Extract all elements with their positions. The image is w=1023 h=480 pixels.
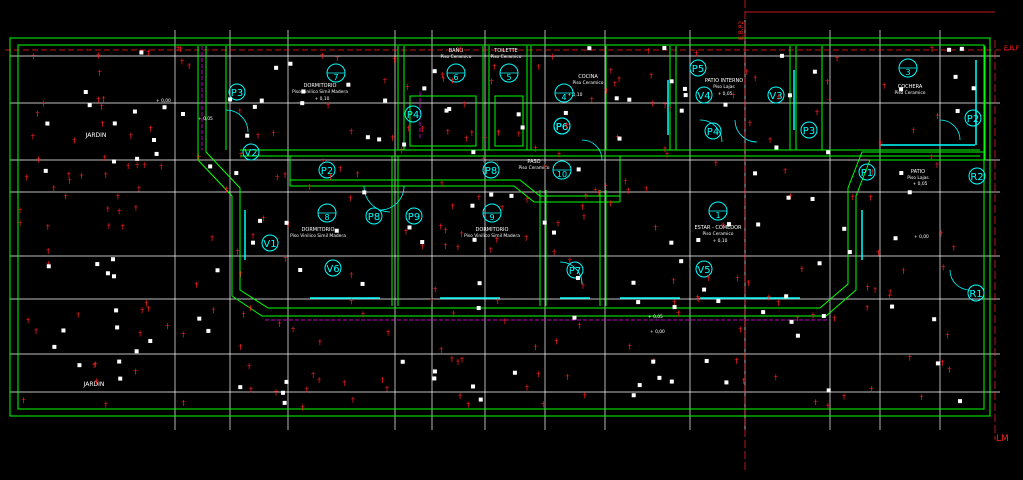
- room-label-patio: PATIO: [911, 169, 925, 175]
- room-floor-estar-comedor: Piso Ceramico: [702, 231, 733, 237]
- room-floor-dormitorio-2: Piso Vinilico Simil Madera: [290, 233, 346, 239]
- door-tag: P3: [803, 126, 815, 137]
- room-number-bubbles: 7 6 5 4 3 10 8 9 1: [317, 58, 918, 223]
- window-glazing: [244, 60, 977, 299]
- door-tag: P2: [321, 166, 333, 177]
- room-label-dormitorio-1: DORMITORIO: [304, 83, 337, 89]
- edge-label-ebf: E.B.F: [1004, 45, 1020, 52]
- door-tag: P4: [407, 110, 419, 121]
- level-marker: + 0,05: [198, 116, 213, 122]
- level-marker: + 0,05: [648, 314, 663, 320]
- edge-label-ebp2: E.B.P2: [738, 21, 745, 40]
- room-number: 7: [333, 73, 338, 82]
- room-label-jardin-1: JARDIN: [85, 132, 107, 139]
- room-floor-toilette: Piso Ceramico: [490, 54, 521, 60]
- door-swings: [225, 109, 971, 291]
- window-tag: V6: [326, 264, 339, 275]
- door-tag: P7: [569, 266, 581, 277]
- room-number: 1: [715, 211, 720, 220]
- room-level-patio-interno: + 0,05: [718, 91, 733, 97]
- room-number: 5: [506, 73, 511, 82]
- dimension-ticks: [18, 45, 976, 411]
- room-floor-dormitorio-3: Piso Vinilico Simil Madera: [464, 233, 520, 239]
- walls: [9, 37, 991, 417]
- room-number: 10: [557, 170, 567, 179]
- room-level-dormitorio-1: + 0,10: [315, 96, 330, 102]
- room-level-patio: + 0,05: [913, 181, 928, 187]
- room-floor-cocina: Piso Ceramico: [572, 80, 603, 86]
- door-tag: P9: [408, 212, 420, 223]
- room-label-paso: PASO: [527, 159, 540, 165]
- level-marker: + 0,00: [156, 98, 171, 104]
- room-label-dormitorio-2: DORMITORIO: [302, 227, 335, 233]
- room-floor-patio: Piso Lajas: [907, 175, 929, 181]
- room-floor-patio-interno: Piso Lajas: [713, 84, 735, 90]
- door-tag: P8: [368, 212, 380, 223]
- door-tag: P5: [692, 64, 704, 75]
- opening-tag: R1: [969, 289, 982, 300]
- door-tag: P3: [231, 88, 243, 99]
- door-tag: P8: [485, 166, 497, 177]
- level-markers: + 0,00 + 0,05 + 0,05 + 0,00 + 0,00: [156, 98, 929, 335]
- room-number: 9: [489, 213, 494, 222]
- door-tag: P6: [556, 122, 568, 133]
- level-marker: + 0,00: [650, 329, 665, 335]
- room-floor-bano: Piso Ceramico: [440, 54, 471, 60]
- door-tag: P2: [967, 114, 979, 125]
- edge-label-lm: LM: [996, 434, 1009, 444]
- room-label-dormitorio-3: DORMITORIO: [476, 227, 509, 233]
- room-number: 8: [324, 213, 329, 222]
- room-level-cocina: + 0,10: [568, 92, 583, 98]
- room-label-bano: BAÑO: [449, 47, 464, 54]
- dimension-lines: [5, 0, 1015, 470]
- room-labels: DORMITORIO Piso Vinilico Simil Madera + …: [83, 47, 930, 388]
- room-number: 6: [453, 73, 458, 82]
- window-tag: V4: [697, 91, 710, 102]
- room-floor-dormitorio-1: Piso Vinilico Simil Madera: [292, 89, 348, 95]
- level-marker: + 0,00: [914, 234, 929, 240]
- door-tag: P4: [707, 127, 719, 138]
- room-label-toilette: TOILETTE: [493, 48, 518, 54]
- room-label-patio-interno: PATIO INTERNO: [705, 78, 743, 84]
- room-number: 4: [561, 93, 566, 102]
- window-tag: V2: [244, 148, 257, 159]
- room-floor-paso: Piso Ceramico: [518, 165, 549, 171]
- door-tag: P1: [861, 168, 873, 179]
- opening-tag: R2: [970, 172, 983, 183]
- window-tag: V3: [769, 91, 782, 102]
- room-label-estar-comedor: ESTAR - COMEDOR: [694, 225, 742, 231]
- hidden-lines: [201, 46, 830, 321]
- window-tag: V1: [263, 239, 276, 250]
- room-label-cocina: COCINA: [578, 74, 598, 80]
- room-number: 3: [905, 68, 910, 77]
- room-level-estar-comedor: + 0,10: [713, 238, 728, 244]
- door-tag: P6: [556, 122, 568, 133]
- room-label-jardin-2: JARDIN: [83, 381, 105, 388]
- window-tag: V5: [697, 265, 710, 276]
- room-floor-cochera: Piso Ceramico: [894, 90, 925, 96]
- room-label-cochera: COCHERA: [898, 84, 923, 90]
